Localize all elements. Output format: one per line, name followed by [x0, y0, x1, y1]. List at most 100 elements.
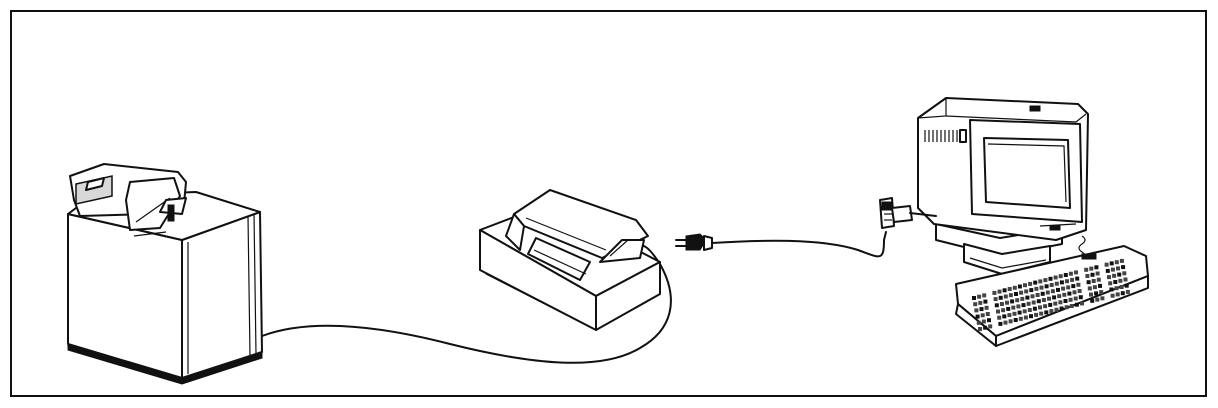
key [1004, 295, 1008, 299]
key [972, 296, 976, 300]
key [981, 313, 985, 317]
key [1049, 277, 1053, 281]
key [1112, 274, 1116, 278]
key [1028, 282, 1032, 286]
key [1011, 306, 1015, 310]
key [1008, 287, 1012, 291]
key [1051, 289, 1055, 293]
key [1001, 308, 1005, 312]
key [1098, 284, 1102, 288]
key [1006, 307, 1010, 311]
key [1108, 281, 1112, 285]
key [1073, 290, 1077, 294]
key [1000, 302, 1004, 306]
key [1038, 305, 1042, 309]
key [1121, 265, 1125, 269]
key [1034, 287, 1038, 291]
key [1122, 271, 1126, 275]
key [1052, 295, 1056, 299]
key [1093, 285, 1097, 289]
key [1005, 301, 1009, 305]
key [1064, 273, 1068, 277]
key [983, 300, 987, 304]
key [1032, 301, 1036, 305]
key [1014, 292, 1018, 296]
key [1111, 294, 1115, 298]
key [1055, 282, 1059, 286]
key [995, 303, 999, 307]
key [1042, 298, 1046, 302]
key [1125, 284, 1129, 288]
key [1043, 304, 1047, 308]
key [1071, 284, 1075, 288]
key [982, 293, 986, 297]
key [1124, 278, 1128, 282]
key [1003, 288, 1007, 292]
key [1018, 311, 1022, 315]
key [1045, 284, 1049, 288]
key [1064, 299, 1068, 303]
display-terminal-icon [918, 98, 1088, 276]
key [1029, 288, 1033, 292]
key [1096, 272, 1100, 276]
key [1024, 316, 1028, 320]
key [1120, 259, 1124, 263]
key [1013, 312, 1017, 316]
key [1040, 286, 1044, 290]
key [1115, 260, 1119, 264]
key [1070, 304, 1074, 308]
key [996, 310, 1000, 314]
key [1115, 286, 1119, 290]
key [1078, 289, 1082, 293]
key [1044, 310, 1048, 314]
key [1061, 287, 1065, 291]
key [1049, 309, 1053, 313]
controller-cabinet-icon [68, 164, 262, 384]
key [1023, 309, 1027, 313]
key [1094, 291, 1098, 295]
key [1088, 286, 1092, 290]
key [1090, 299, 1094, 303]
key [1113, 280, 1117, 284]
key [1120, 285, 1124, 289]
key [978, 301, 982, 305]
key [1034, 313, 1038, 317]
key [1089, 293, 1093, 297]
power-plug-icon [676, 234, 712, 250]
key [1053, 302, 1057, 306]
key [1091, 273, 1095, 277]
key [1038, 279, 1042, 283]
key [1041, 292, 1045, 296]
key [1095, 298, 1099, 302]
key [1126, 290, 1130, 294]
key [1116, 292, 1120, 296]
key [1085, 274, 1089, 278]
key [1004, 321, 1008, 325]
key [1036, 293, 1040, 297]
key [1080, 301, 1084, 305]
key [1059, 274, 1063, 278]
key [1075, 303, 1079, 307]
key [1084, 268, 1088, 272]
key [987, 318, 991, 322]
key [1105, 263, 1109, 267]
key [1110, 261, 1114, 265]
key [1066, 285, 1070, 289]
key [1106, 269, 1110, 273]
key [1043, 278, 1047, 282]
key [1014, 318, 1018, 322]
key [983, 326, 987, 330]
key [1089, 267, 1093, 271]
key [1019, 291, 1023, 295]
key [1039, 312, 1043, 316]
key [985, 306, 989, 310]
key [998, 322, 1002, 326]
key [992, 291, 996, 295]
key [1079, 295, 1083, 299]
key [988, 324, 992, 328]
key [1037, 299, 1041, 303]
key [1056, 288, 1060, 292]
key [999, 296, 1003, 300]
key [974, 308, 978, 312]
